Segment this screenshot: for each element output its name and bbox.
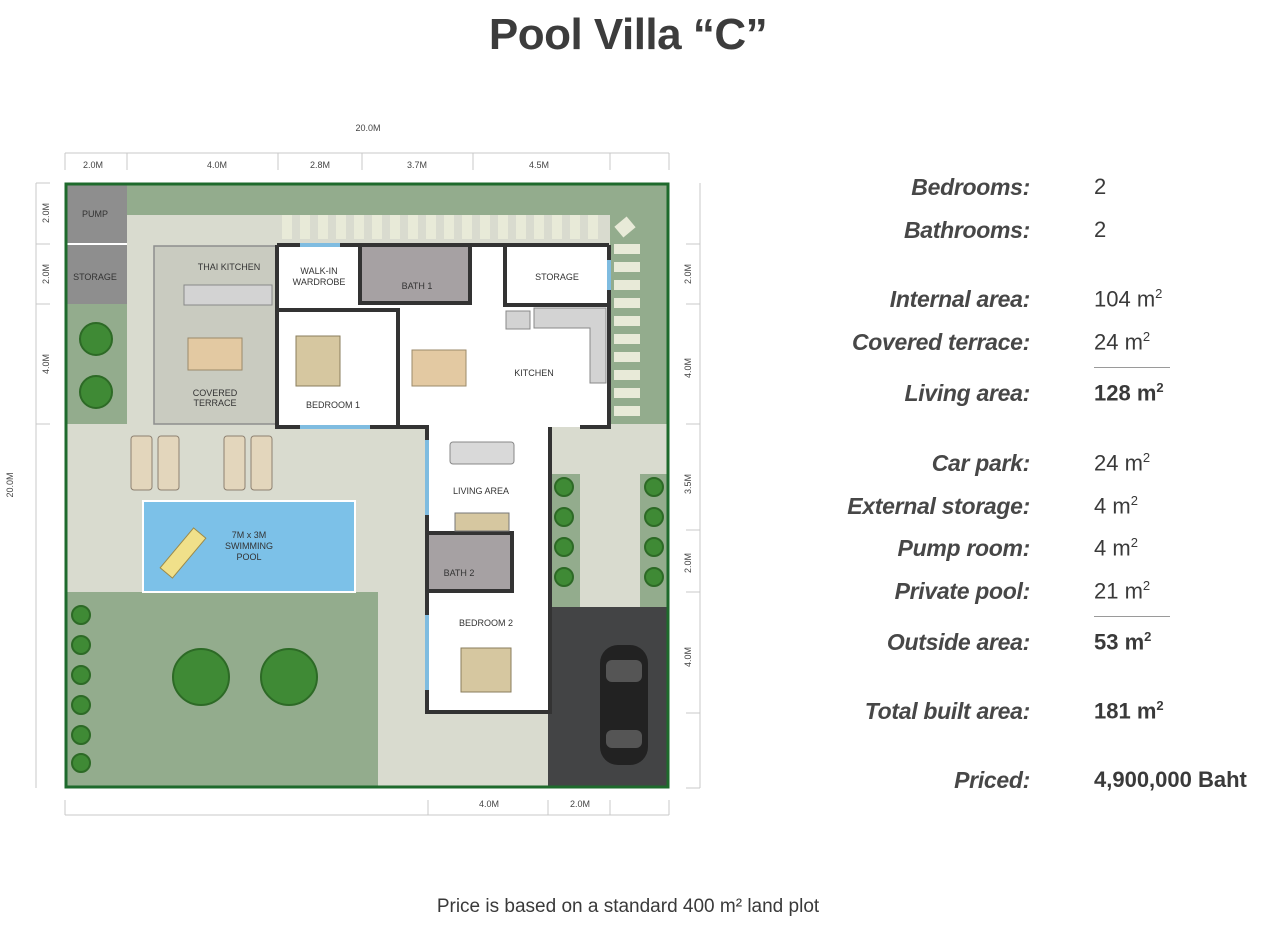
spec-value: 181 m2: [1094, 698, 1164, 724]
spec-label: Private pool:: [894, 578, 1031, 604]
external-storage-room: [67, 244, 127, 304]
label-bedroom-1: BEDROOM 1: [306, 400, 360, 410]
terrace-table: [187, 337, 243, 371]
pool-float-icon: [159, 527, 207, 579]
price-footnote: Price is based on a standard 400 m² land…: [436, 896, 820, 917]
spec-label: Living area:: [904, 380, 1031, 406]
dim-top-5: 4.5M: [529, 160, 549, 170]
spec-outside-area: Outside area: 53 m2: [840, 629, 1270, 659]
spec-pump-room: Pump room: 4 m2: [840, 535, 1270, 565]
dim-left-1: 2.0M: [41, 203, 51, 223]
label-bath-1: BATH 1: [402, 281, 433, 291]
plot-boundary: [64, 182, 670, 789]
label-wardrobe: WARDROBE: [293, 277, 346, 287]
label-storage: STORAGE: [535, 272, 579, 282]
spec-label: Outside area:: [886, 629, 1030, 655]
label-living-area: LIVING AREA: [453, 486, 509, 496]
label-walk-in: WALK-IN: [300, 266, 337, 276]
dim-right-1: 2.0M: [683, 264, 693, 284]
spec-value: 24 m2: [1094, 329, 1151, 355]
spec-bedrooms: Bedrooms: 2: [840, 174, 1270, 204]
covered-terrace: [153, 245, 277, 425]
spec-value: 21 m2: [1094, 578, 1151, 604]
stepping-stones: [282, 215, 640, 416]
dim-bottom-2: 2.0M: [570, 799, 590, 809]
divider: [1094, 367, 1170, 368]
dining-table: [411, 349, 467, 387]
dim-top-2: 4.0M: [207, 160, 227, 170]
thai-kitchen-counter: [183, 284, 273, 306]
label-external-storage: STORAGE: [73, 272, 117, 282]
bath-1-room: [360, 245, 470, 303]
tv-unit: [454, 512, 510, 532]
spec-total-built-area: Total built area: 181 m2: [840, 698, 1270, 728]
spec-label: External storage:: [847, 493, 1030, 519]
dim-overall-width: 20.0M: [355, 123, 380, 133]
spec-value: 53 m2: [1094, 629, 1152, 655]
spec-bathrooms: Bathrooms: 2: [840, 217, 1270, 247]
spec-private-pool: Private pool: 21 m2: [840, 578, 1270, 608]
spec-internal-area: Internal area: 104 m2: [840, 286, 1270, 316]
windows: [300, 243, 611, 690]
tree-icons: [71, 322, 664, 773]
label-covered: COVERED: [193, 388, 238, 398]
dim-overall-depth: 20.0M: [5, 472, 15, 497]
spec-label: Internal area:: [889, 286, 1031, 312]
divider: [1094, 616, 1170, 617]
pump-room: [67, 185, 127, 244]
spec-label: Total built area:: [864, 698, 1031, 724]
spec-external-storage: External storage: 4 m2: [840, 493, 1270, 523]
dim-right-2: 4.0M: [683, 358, 693, 378]
spec-label: Car park:: [931, 450, 1031, 476]
spec-living-area: Living area: 128 m2: [840, 380, 1270, 410]
label-bath-2: BATH 2: [444, 568, 475, 578]
label-pump: PUMP: [82, 209, 108, 219]
spec-value: 128 m2: [1094, 380, 1164, 406]
spec-value: 2: [1094, 217, 1107, 242]
spec-label: Priced:: [954, 767, 1030, 793]
label-thai-kitchen: THAI KITCHEN: [198, 262, 261, 272]
page-title: Pool Villa “C”: [488, 10, 768, 59]
label-pool: POOL: [236, 552, 261, 562]
bed-2-icon: [460, 647, 512, 693]
dim-top-4: 3.7M: [407, 160, 427, 170]
kitchen-counter: [533, 307, 607, 384]
dim-right-3: 3.5M: [683, 474, 693, 494]
label-swimming: SWIMMING: [225, 541, 273, 551]
label-kitchen: KITCHEN: [514, 368, 554, 378]
spec-value: 4 m2: [1094, 535, 1138, 561]
dim-top-3: 2.8M: [310, 160, 330, 170]
spec-covered-terrace: Covered terrace: 24 m2: [840, 329, 1270, 359]
label-terrace: TERRACE: [193, 398, 236, 408]
bath-2-room: [427, 533, 512, 591]
label-pool-size: 7M x 3M: [232, 530, 267, 540]
fridge-icon: [505, 310, 531, 330]
dim-top-1: 2.0M: [83, 160, 103, 170]
floor-plan: 20.0M 2.0M 4.0M 2.8M 3.7M 4.5M 20.0M 2.0…: [5, 123, 701, 816]
spec-value: 4 m2: [1094, 493, 1138, 519]
spec-value: 104 m2: [1094, 286, 1163, 312]
spec-price: Priced: 4,900,000 Baht: [840, 767, 1270, 797]
car-icon: [600, 645, 648, 765]
spec-label: Bedrooms:: [911, 174, 1030, 200]
dim-bottom-1: 4.0M: [479, 799, 499, 809]
bed-1-icon: [295, 335, 341, 387]
spec-car-park: Car park: 24 m2: [840, 450, 1270, 480]
dim-right-4: 2.0M: [683, 553, 693, 573]
spec-value: 4,900,000 Baht: [1094, 767, 1247, 792]
dim-left-2: 2.0M: [41, 264, 51, 284]
dimension-lines: [35, 152, 701, 816]
dim-right-5: 4.0M: [683, 647, 693, 667]
dim-left-3: 4.0M: [41, 354, 51, 374]
sun-loungers: [130, 435, 273, 491]
spec-value: 24 m2: [1094, 450, 1151, 476]
sofa-icon: [449, 441, 515, 465]
spec-value: 2: [1094, 174, 1107, 199]
spec-label: Covered terrace:: [851, 329, 1030, 355]
label-bedroom-2: BEDROOM 2: [459, 618, 513, 628]
spec-label: Pump room:: [897, 535, 1031, 561]
spec-label: Bathrooms:: [903, 217, 1030, 243]
